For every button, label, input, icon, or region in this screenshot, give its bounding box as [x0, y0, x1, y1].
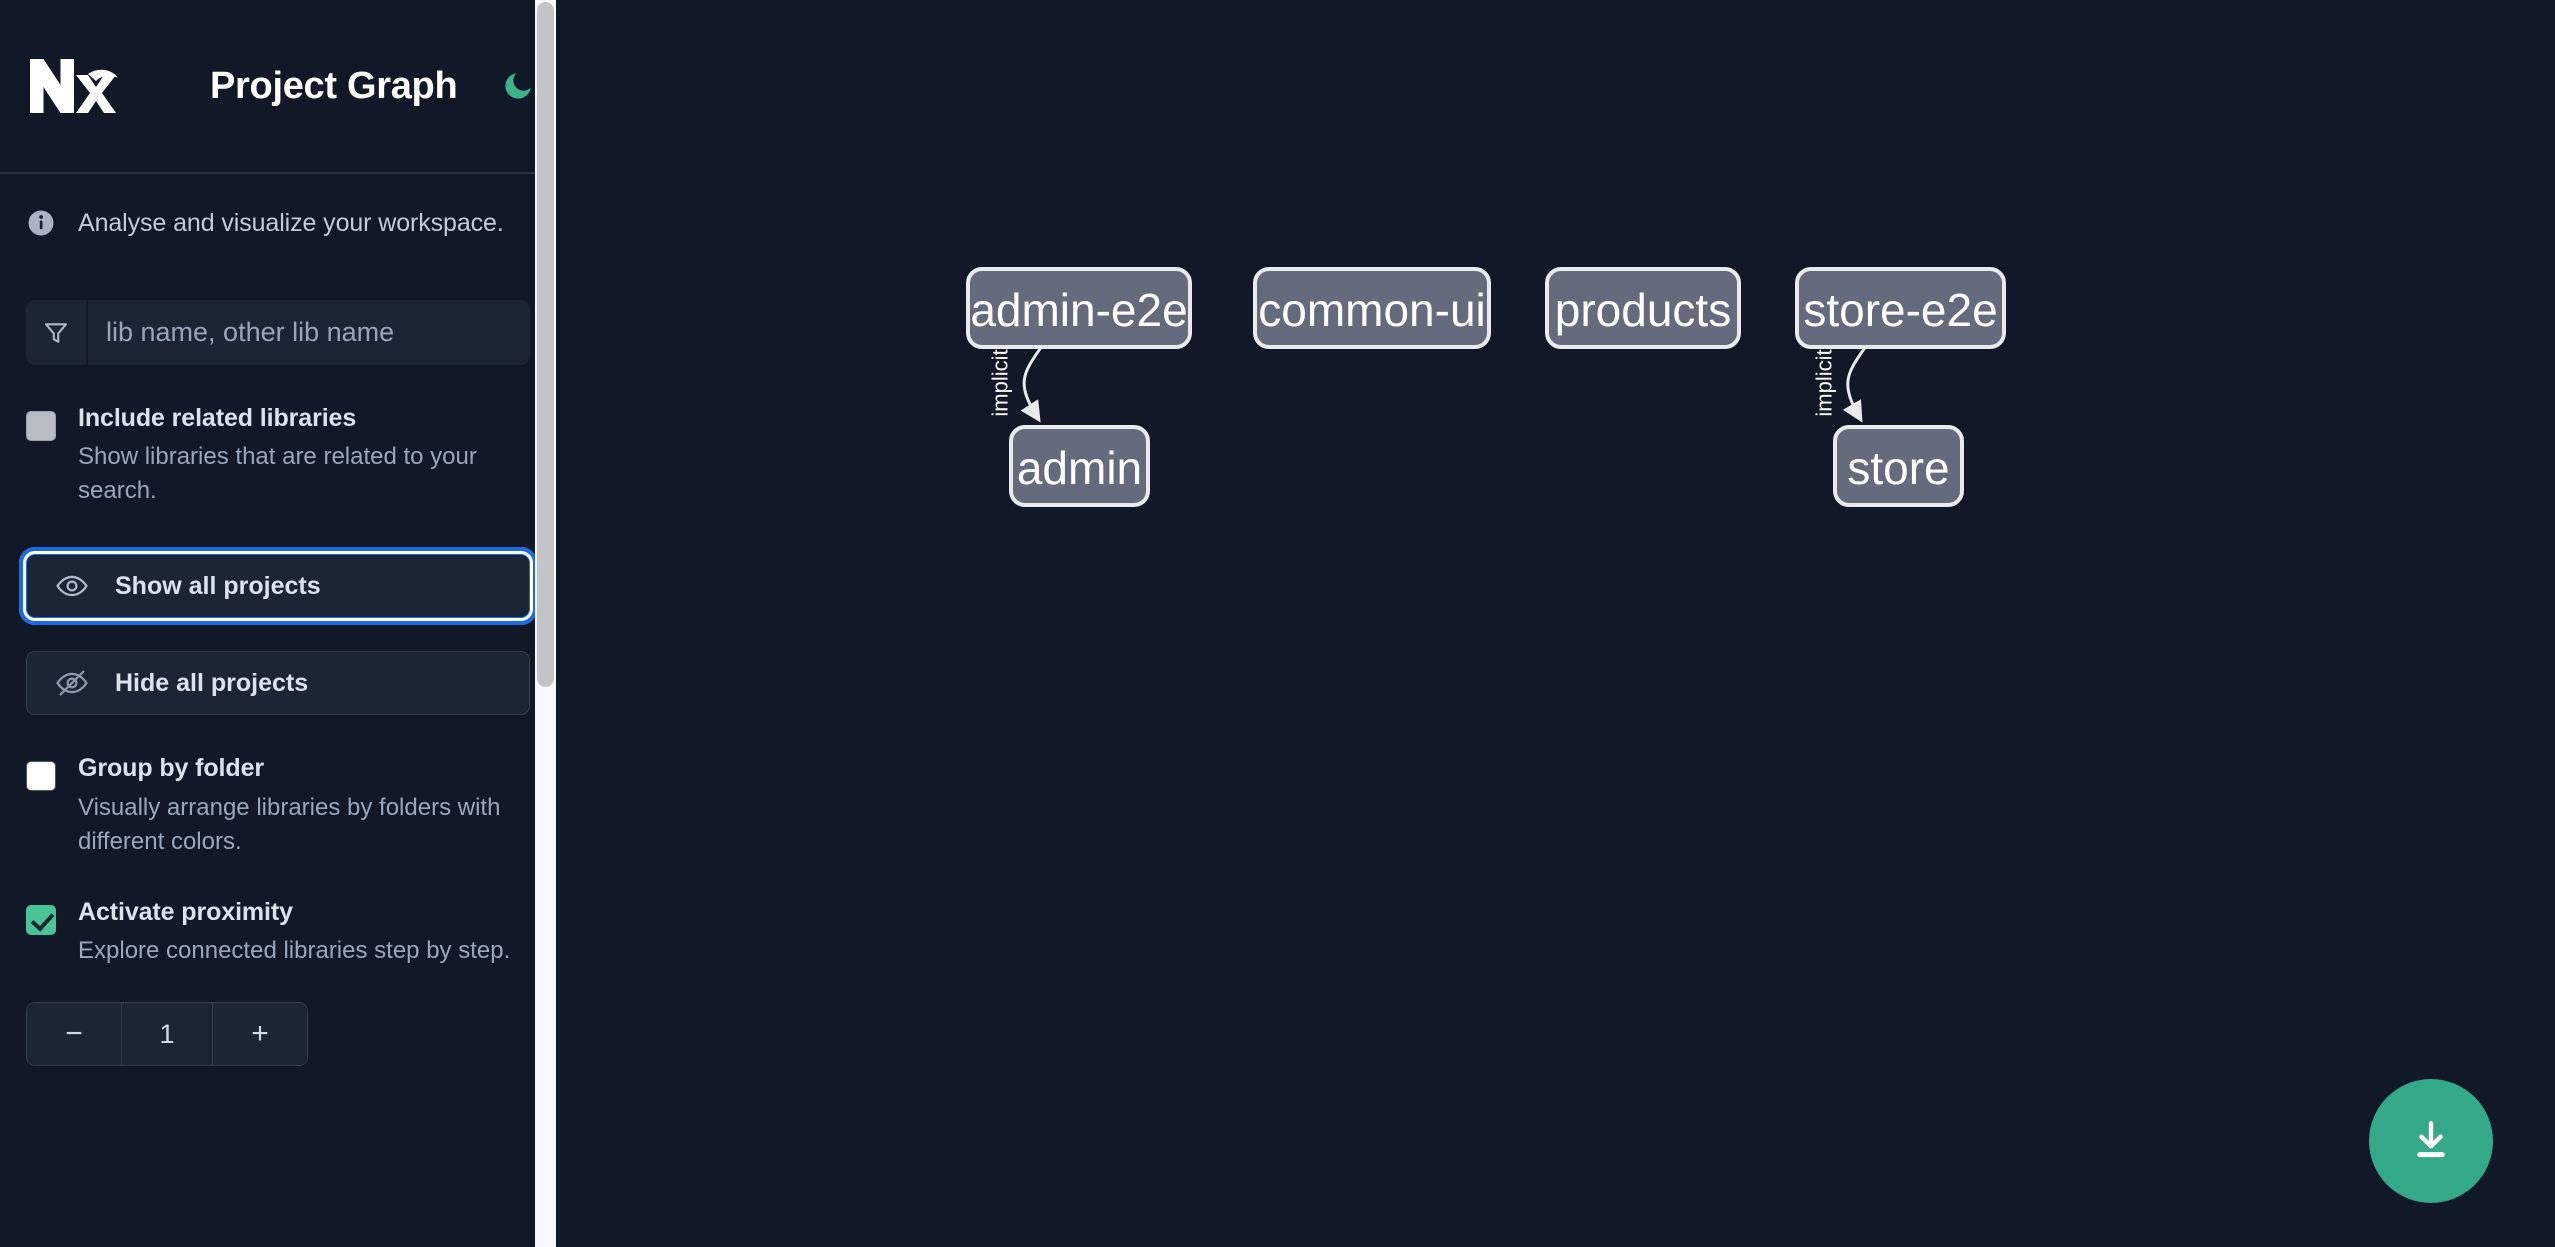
- page-title: Project Graph: [210, 64, 458, 107]
- project-graph-canvas[interactable]: implicit implicit admin-e2e common-ui produ…: [556, 0, 2555, 1247]
- option-activate-proximity[interactable]: Activate proximity Explore connected lib…: [26, 897, 530, 968]
- proximity-decrement-button[interactable]: −: [27, 1003, 121, 1066]
- hide-all-projects-label: Hide all projects: [115, 668, 309, 697]
- graph-edge-label: implicit: [1811, 349, 1836, 416]
- tagline-text: Analyse and visualize your workspace.: [78, 208, 504, 237]
- graph-node[interactable]: store: [1833, 425, 1964, 507]
- option-include-related-libraries[interactable]: Include related libraries Show libraries…: [26, 403, 530, 508]
- graph-nodes: admin-e2e common-ui products store-e2e admin…: [966, 267, 2006, 507]
- graph-node-label: products: [1555, 284, 1731, 336]
- graph-edge-label: implicit: [987, 349, 1012, 416]
- graph-node-label: store: [1847, 442, 1949, 494]
- download-icon: [2406, 1115, 2456, 1168]
- proximity-increment-button[interactable]: +: [213, 1003, 307, 1066]
- tagline: Analyse and visualize your workspace.: [26, 208, 530, 238]
- graph-node-rect: [966, 267, 1192, 349]
- graph-node-label: admin-e2e: [970, 284, 1187, 336]
- graph-node[interactable]: common-ui: [1253, 267, 1491, 349]
- graph-node[interactable]: admin: [1009, 425, 1150, 507]
- nx-logo-icon: [26, 53, 124, 119]
- sidebar-scrollbar-thumb[interactable]: [537, 2, 554, 687]
- graph-node-label: admin: [1017, 442, 1142, 494]
- option-title: Include related libraries: [78, 404, 357, 432]
- graph-node[interactable]: admin-e2e: [966, 267, 1192, 349]
- sidebar-body: Analyse and visualize your workspace. In…: [0, 208, 556, 1067]
- show-all-projects-button[interactable]: Show all projects: [19, 547, 537, 626]
- graph-node-rect: [1545, 267, 1741, 349]
- group-by-folder-checkbox[interactable]: [26, 761, 56, 792]
- proximity-stepper: − 1 +: [26, 1002, 308, 1067]
- option-title: Activate proximity: [78, 897, 293, 926]
- include-related-libraries-checkbox[interactable]: [26, 411, 56, 441]
- option-group-by-folder[interactable]: Group by folder Visually arrange librari…: [26, 753, 530, 858]
- graph-svg: implicit implicit admin-e2e common-ui produ…: [966, 267, 2006, 507]
- graph-node[interactable]: store-e2e: [1795, 267, 2006, 349]
- moon-icon[interactable]: [497, 65, 539, 107]
- option-description: Visually arrange libraries by folders wi…: [78, 793, 501, 855]
- graph-node-label: common-ui: [1258, 284, 1486, 336]
- graph-edge: [1020, 346, 1043, 423]
- option-description: Explore connected libraries step by step…: [78, 937, 511, 965]
- graph-node-rect: [1009, 425, 1150, 507]
- visibility-button-group: Show all projects Hide all projects: [19, 547, 537, 716]
- sidebar-scrollbar-track[interactable]: [535, 0, 556, 1247]
- search-bar: [26, 300, 530, 365]
- graph-edges: implicit implicit: [987, 346, 1867, 423]
- proximity-value: 1: [121, 1003, 213, 1066]
- eye-icon: [55, 569, 89, 603]
- show-all-projects-label: Show all projects: [115, 571, 321, 600]
- plus-icon: +: [251, 1017, 269, 1051]
- graph-node-label: store-e2e: [1803, 284, 1997, 336]
- graph-node[interactable]: products: [1545, 267, 1741, 349]
- filter-funnel-icon: [26, 300, 88, 365]
- graph-node-rect: [1833, 425, 1964, 507]
- hide-all-projects-button[interactable]: Hide all projects: [26, 651, 530, 716]
- download-graph-button[interactable]: [2369, 1079, 2493, 1203]
- activate-proximity-checkbox[interactable]: [26, 904, 56, 935]
- info-icon: [26, 208, 56, 238]
- minus-icon: −: [65, 1017, 83, 1051]
- graph-node-rect: [1253, 267, 1491, 349]
- graph-edge: [1842, 346, 1867, 423]
- search-input[interactable]: [88, 300, 530, 365]
- sidebar: Project Graph Analyse and visualize your…: [0, 0, 556, 1247]
- option-title: Group by folder: [78, 754, 265, 783]
- option-description: Show libraries that are related to your …: [78, 443, 477, 505]
- graph-node-rect: [1795, 267, 2006, 349]
- sidebar-header: Project Graph: [0, 0, 556, 174]
- eye-slash-icon: [55, 666, 89, 700]
